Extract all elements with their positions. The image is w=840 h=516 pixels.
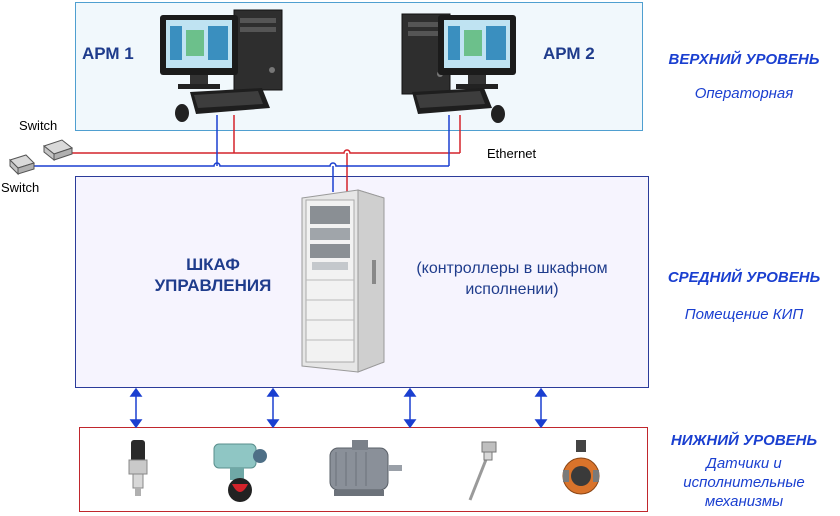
ethernet-network-lines — [30, 115, 461, 192]
upper-level-title: ВЕРХНИЙ УРОВЕНЬ — [668, 51, 820, 68]
lower-level-subtitle: Датчики и исполнительные механизмы — [652, 454, 836, 511]
field-bus-arrows — [129, 387, 548, 429]
workstation-2-icon — [401, 13, 516, 123]
cabinet-title-line-2: УПРАВЛЕНИЯ — [154, 276, 272, 295]
switch-label-1: Switch — [19, 118, 58, 133]
actuator-valve-icon — [213, 443, 267, 502]
cabinet-title: ШКАФ УПРАВЛЕНИЯ — [148, 254, 278, 296]
cabinet-title-line-1: ШКАФ — [186, 255, 240, 274]
lower-level-subtitle-line-1: Датчики и — [706, 455, 782, 472]
temperature-sensor-icon — [468, 441, 497, 501]
arrow-2 — [266, 387, 280, 429]
arrow-4 — [534, 387, 548, 429]
switch-2-icon — [9, 154, 35, 176]
arm2-label: АРМ 2 — [543, 44, 595, 63]
arrow-3 — [403, 387, 417, 429]
pressure-sensor-icon — [128, 440, 148, 496]
middle-level-subtitle: Помещение КИП — [684, 306, 804, 323]
lower-level-subtitle-line-3: механизмы — [704, 493, 784, 510]
cabinet-note: (контроллеры в шкафном исполнении) — [392, 258, 632, 300]
cabinet-note-line-1: (контроллеры в шкафном — [416, 260, 608, 277]
workstation-1-icon — [160, 9, 283, 122]
lower-level-title: НИЖНИЙ УРОВЕНЬ — [670, 432, 818, 449]
ethernet-label: Ethernet — [487, 146, 537, 161]
lower-level-subtitle-line-2: исполнительные — [683, 474, 805, 491]
arrow-1 — [129, 387, 143, 429]
cabinet-note-line-2: исполнении) — [465, 281, 559, 298]
switch-1-icon — [42, 139, 74, 162]
middle-level-title: СРЕДНИЙ УРОВЕНЬ — [667, 269, 821, 286]
switch-label-2: Switch — [1, 180, 40, 195]
control-cabinet-icon — [301, 189, 385, 373]
electric-motor-icon — [329, 440, 402, 496]
butterfly-valve-icon — [562, 440, 600, 495]
upper-level-subtitle: Операторная — [694, 85, 794, 102]
arm1-label: АРМ 1 — [82, 44, 134, 63]
